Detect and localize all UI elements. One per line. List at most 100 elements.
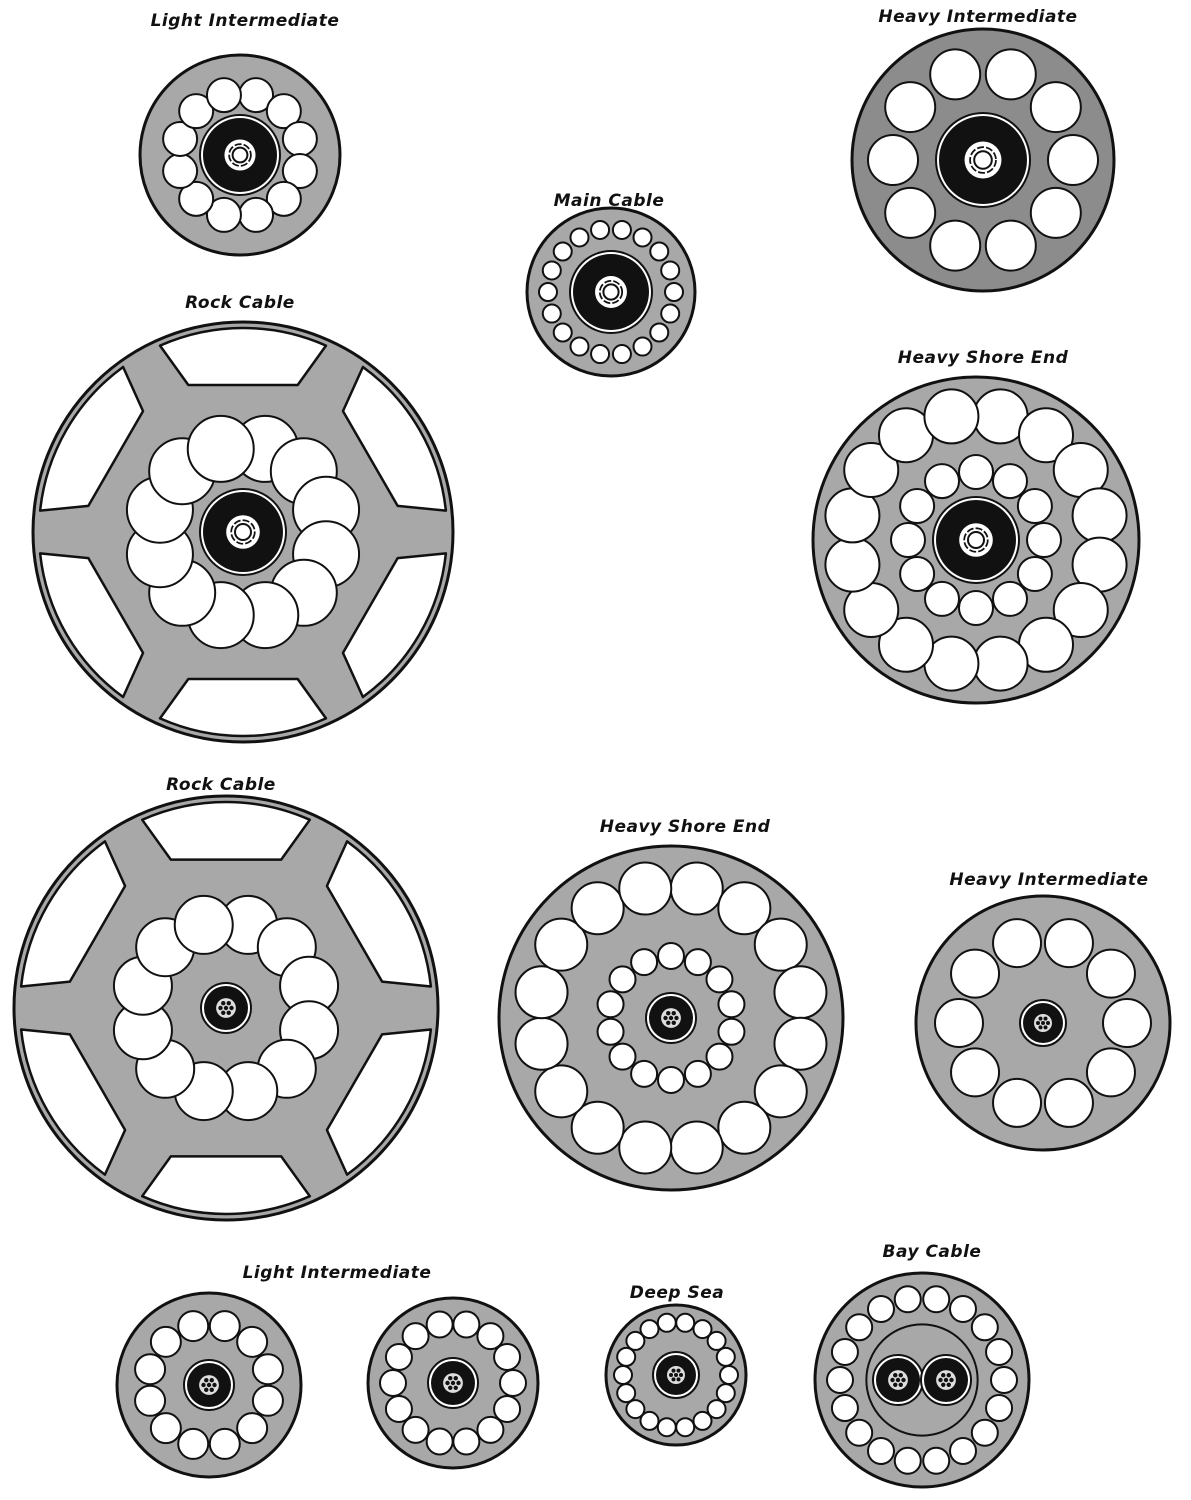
armour-wire bbox=[884, 81, 937, 134]
armour-wire bbox=[669, 861, 724, 916]
armour-wire bbox=[934, 998, 984, 1048]
armour-wire bbox=[984, 48, 1037, 101]
armour-wire bbox=[639, 1319, 660, 1340]
conductor-strand bbox=[676, 1377, 681, 1382]
armour-wire bbox=[208, 1310, 241, 1343]
armour-wire bbox=[384, 1395, 413, 1424]
armour-wire bbox=[205, 196, 242, 233]
conductor-strand bbox=[226, 1010, 231, 1015]
armour-wire bbox=[534, 1064, 589, 1119]
armour-wire bbox=[867, 1294, 895, 1323]
armour-wire bbox=[379, 1369, 407, 1397]
conductor-strand bbox=[201, 1382, 206, 1388]
conductor-strand bbox=[671, 1020, 676, 1025]
cable-heavy-shore-end-bottom: Heavy Shore End bbox=[497, 817, 845, 1192]
armour-wire bbox=[1052, 582, 1109, 639]
armour-wire bbox=[877, 616, 934, 673]
armour-wire bbox=[251, 1353, 284, 1386]
cable-label: Main Cable bbox=[554, 191, 665, 211]
conductor-strand bbox=[893, 1382, 898, 1387]
armour-wire bbox=[541, 260, 562, 281]
inner-armour-wire bbox=[1016, 556, 1053, 592]
conductor-strand bbox=[221, 1010, 226, 1015]
armour-wire bbox=[1071, 487, 1128, 544]
armour-wire bbox=[590, 219, 611, 240]
armour-wire bbox=[401, 1415, 430, 1444]
conductor-strand bbox=[456, 1380, 461, 1386]
armour-slab bbox=[158, 326, 328, 387]
armour-wire bbox=[649, 322, 670, 343]
conductor bbox=[973, 150, 993, 170]
conductor-strand bbox=[209, 1378, 214, 1383]
armour-slab bbox=[140, 800, 312, 861]
inner-armour-wire bbox=[596, 1017, 625, 1046]
armour-wire bbox=[632, 336, 653, 357]
armour-wire bbox=[149, 1412, 182, 1445]
conductor-strand bbox=[946, 1373, 951, 1378]
conductor-strand bbox=[448, 1385, 453, 1390]
armour-wire bbox=[972, 635, 1029, 692]
armour-wire bbox=[425, 1310, 454, 1339]
armour-wire bbox=[625, 1399, 646, 1420]
inner-armour-wire bbox=[899, 556, 936, 592]
inner-armour-wire bbox=[992, 463, 1028, 500]
conductor-strand bbox=[671, 1368, 676, 1373]
conductor-strand bbox=[898, 1382, 903, 1387]
armour-wire bbox=[552, 322, 573, 343]
conductor-strand bbox=[218, 1005, 223, 1011]
armour-wire bbox=[773, 965, 828, 1020]
armour-wire bbox=[1018, 407, 1075, 464]
armour-wire bbox=[538, 282, 558, 302]
armour-wire bbox=[715, 1383, 736, 1404]
armour-wire bbox=[949, 1437, 977, 1466]
cable-light-intermediate-bottom-b bbox=[366, 1296, 540, 1470]
armour-wire bbox=[236, 1412, 269, 1445]
armour-wire bbox=[656, 1312, 677, 1333]
armour-wire bbox=[950, 948, 1001, 999]
conductor-strand bbox=[963, 527, 989, 553]
armour-wire bbox=[675, 1312, 696, 1333]
armour-wire bbox=[893, 1446, 922, 1475]
armour-wire bbox=[570, 881, 625, 936]
armour-slab bbox=[19, 840, 127, 988]
cable-light-intermediate-top: Light Intermediate bbox=[138, 11, 342, 257]
inner-armour-wire bbox=[992, 580, 1028, 617]
armour-wire bbox=[452, 1427, 481, 1456]
armour-wire bbox=[590, 344, 611, 365]
armour-wire bbox=[845, 1418, 874, 1447]
conductor-strand bbox=[938, 1377, 943, 1383]
armour-wire bbox=[717, 1100, 772, 1155]
conductor-strand bbox=[901, 1377, 906, 1383]
cable-light-intermediate-bottom-a: Light Intermediate bbox=[115, 1263, 431, 1479]
armour-wire bbox=[992, 1077, 1043, 1128]
cable-label: Light Intermediate bbox=[151, 11, 340, 31]
inner-armour-wire bbox=[1026, 522, 1062, 558]
armour-slab bbox=[341, 365, 448, 512]
armour-slab bbox=[19, 1028, 127, 1176]
conductor-strand bbox=[671, 1377, 676, 1382]
armour-wire bbox=[616, 1346, 637, 1367]
armour-wire bbox=[534, 917, 589, 972]
armour-wire bbox=[611, 344, 632, 365]
armour-wire bbox=[753, 917, 808, 972]
conductor-strand bbox=[679, 1373, 683, 1377]
armour-wire bbox=[984, 219, 1037, 272]
armour-wire bbox=[922, 1285, 951, 1314]
armour-wire bbox=[1029, 186, 1082, 239]
armour-slab bbox=[140, 1155, 312, 1216]
armour-slab bbox=[341, 552, 448, 699]
armour-wire bbox=[985, 1337, 1014, 1366]
armour-wire bbox=[669, 1120, 724, 1175]
inner-armour-wire bbox=[958, 454, 994, 490]
inner-armour-wire bbox=[717, 990, 746, 1019]
armour-wire bbox=[692, 1319, 713, 1340]
conductor-strand bbox=[890, 1377, 895, 1383]
conductor-strand bbox=[1046, 1021, 1050, 1025]
armour-wire bbox=[706, 1330, 727, 1351]
armour-wire bbox=[476, 1322, 505, 1351]
armour-wire bbox=[149, 1325, 182, 1358]
armour-wire bbox=[425, 1427, 454, 1456]
armour-wire bbox=[613, 1365, 633, 1385]
conductor-strand bbox=[674, 1373, 678, 1377]
armour-wire bbox=[706, 1399, 727, 1420]
